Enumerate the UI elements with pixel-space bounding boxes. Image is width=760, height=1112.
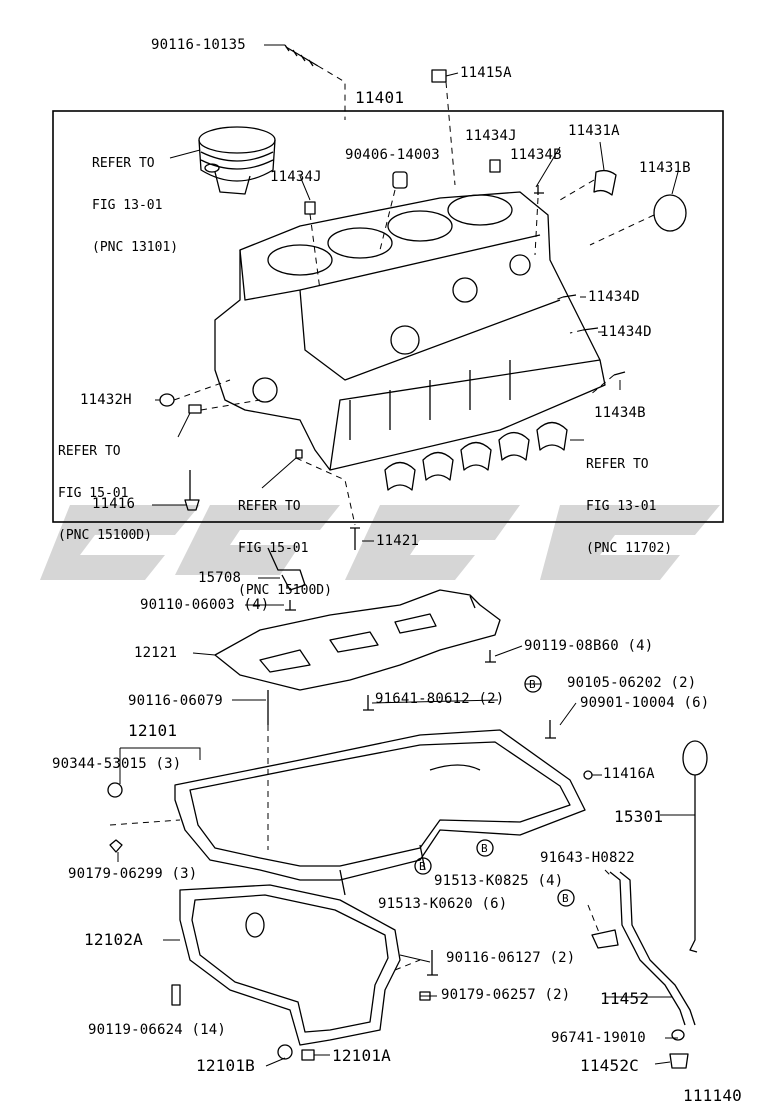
piston-illustration xyxy=(198,126,276,195)
callout-15301: 15301 xyxy=(614,807,664,826)
callout-90179-06257: 90179-06257 (2) xyxy=(441,987,571,1003)
callout-90406-14003: 90406-14003 xyxy=(345,147,440,163)
b-marker: B xyxy=(419,860,426,873)
dipstick-guide-illustration xyxy=(591,871,696,1026)
refer-note-piston: REFER TO FIG 13-01 (PNC 13101) xyxy=(92,129,178,269)
callout-90116-06079: 90116-06079 xyxy=(128,693,223,709)
refer-note-center: REFER TO FIG 15-01 (PNC 15100D) xyxy=(238,472,332,612)
callout-11416: 11416 xyxy=(92,496,136,512)
refer-note-line: REFER TO xyxy=(58,444,121,459)
callout-11434J-lower: 11434J xyxy=(270,169,322,185)
callout-90179-06299: 90179-06299 (3) xyxy=(68,866,198,882)
callout-12101A: 12101A xyxy=(332,1046,391,1065)
crank-bearings-illustration xyxy=(384,421,568,491)
callout-90119-06624: 90119-06624 (14) xyxy=(88,1022,227,1038)
callout-11415A: 11415A xyxy=(460,65,512,81)
refer-note-line: (PNC 15100D) xyxy=(58,528,152,543)
callout-12101B: 12101B xyxy=(196,1056,255,1075)
b-marker: B xyxy=(529,678,536,691)
refer-note-line: FIG 15-01 xyxy=(58,486,129,501)
refer-note-line: FIG 13-01 xyxy=(92,198,163,213)
oil-baffle-plate-illustration xyxy=(214,589,501,691)
callout-91513-K0825: 91513-K0825 (4) xyxy=(434,873,564,889)
callout-91641-80612: 91641-80612 (2) xyxy=(375,691,505,707)
b-marker: B xyxy=(562,892,569,905)
b-marker: B xyxy=(481,842,488,855)
callout-11452C: 11452C xyxy=(580,1056,639,1075)
callout-11434D-upper: 11434D xyxy=(588,289,640,305)
refer-note-line: FIG 13-01 xyxy=(586,499,657,514)
refer-note-bearing: REFER TO FIG 13-01 (PNC 11702) xyxy=(586,430,672,570)
oil-pan-lower-illustration xyxy=(179,884,401,1046)
callout-11434J-upper: 11434J xyxy=(465,128,517,144)
callout-11416A: 11416A xyxy=(603,766,655,782)
refer-note-line: REFER TO xyxy=(238,499,301,514)
oil-dipstick-illustration xyxy=(682,740,708,953)
refer-note-line: FIG 15-01 xyxy=(238,541,309,556)
callout-90110-06003: 90110-06003 (4) xyxy=(140,597,270,613)
callout-15708: 15708 xyxy=(198,570,242,586)
callout-90105-06202: 90105-06202 (2) xyxy=(567,675,697,691)
callout-91513-K0620: 91513-K0620 (6) xyxy=(378,896,508,912)
callout-90901-10004: 90901-10004 (6) xyxy=(580,695,710,711)
callout-90344-53015: 90344-53015 (3) xyxy=(52,756,182,772)
callout-11432H: 11432H xyxy=(80,392,132,408)
callout-90119-08B60: 90119-08B60 (4) xyxy=(524,638,654,654)
oil-pan-upper-illustration xyxy=(174,729,586,896)
callout-96741-19010: 96741-19010 xyxy=(551,1030,646,1046)
callout-90116-10135: 90116-10135 xyxy=(151,37,246,53)
callout-11431A: 11431A xyxy=(568,123,620,139)
callout-11452: 11452 xyxy=(600,989,650,1008)
callout-90116-06127: 90116-06127 (2) xyxy=(446,950,576,966)
callout-11434D-lower: 11434D xyxy=(600,324,652,340)
callout-11431B: 11431B xyxy=(639,160,691,176)
refer-note-line: (PNC 15100D) xyxy=(238,583,332,598)
callout-12101: 12101 xyxy=(128,721,178,740)
callout-11421: 11421 xyxy=(376,533,420,549)
block-assembly-frame xyxy=(52,110,724,523)
callout-12102A: 12102A xyxy=(84,930,143,949)
callout-11401: 11401 xyxy=(355,88,405,107)
callout-11434B-lower: 11434B xyxy=(594,405,646,421)
cylinder-block-illustration xyxy=(214,191,606,471)
refer-note-line: (PNC 11702) xyxy=(586,541,673,556)
callout-12121: 12121 xyxy=(134,645,178,661)
refer-note-line: REFER TO xyxy=(586,457,649,472)
refer-note-line: (PNC 13101) xyxy=(92,240,179,255)
refer-note-line: REFER TO xyxy=(92,156,155,171)
figure-number: 111140 xyxy=(683,1086,742,1105)
callout-91643-H0822: 91643-H0822 xyxy=(540,850,635,866)
refer-note-left: REFER TO FIG 15-01 (PNC 15100D) xyxy=(58,417,152,557)
watermark-logo xyxy=(40,505,720,580)
callout-11434B-upper: 11434B xyxy=(510,147,562,163)
